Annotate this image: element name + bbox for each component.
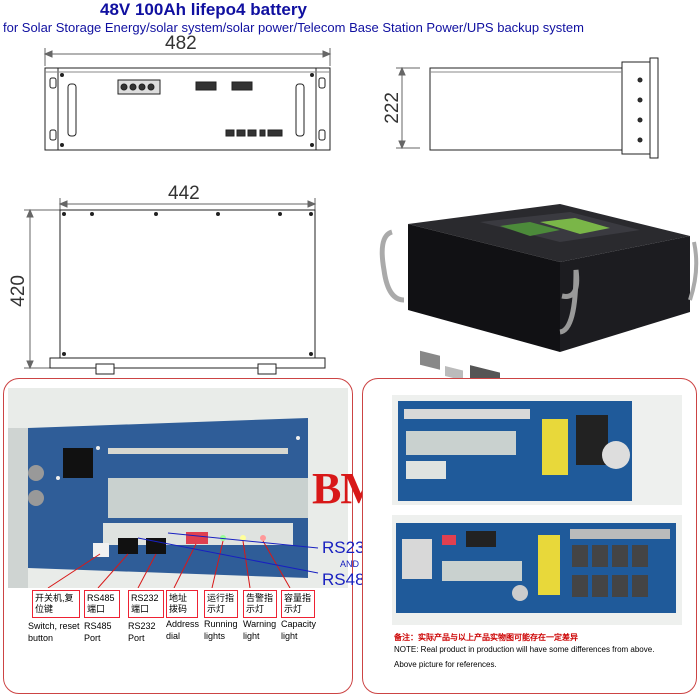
dimension-front-width: 482	[165, 33, 197, 54]
and-label: AND	[340, 559, 360, 569]
dimension-top-width: 442	[168, 183, 200, 204]
callout-rs232-en: RS232 Port	[128, 621, 156, 643]
callout-warning-en: Warning light	[243, 619, 277, 641]
rs232-label: RS232	[322, 538, 374, 557]
rs485-label: RS485	[322, 570, 374, 589]
top-view	[49, 209, 326, 375]
technical-drawings	[24, 48, 699, 380]
callout-switch-en: Switch, reset button	[28, 621, 80, 643]
page-title: 48V 100Ah lifepo4 battery	[100, 0, 307, 19]
callout-rs485-cn: RS485 端口	[84, 590, 120, 618]
dimension-side-height: 222	[382, 92, 403, 124]
callout-address-en: Address dial	[166, 619, 200, 641]
callout-running-cn: 运行指 示灯	[204, 590, 238, 618]
page-subtitle: for Solar Storage Energy/solar system/so…	[3, 20, 584, 35]
note-english-2: Above picture for references.	[394, 660, 497, 669]
callout-capacity-cn: 容量指 示灯	[281, 590, 315, 618]
bms-boards-photo	[392, 395, 682, 625]
callout-rs232-cn: RS232 端口	[128, 590, 164, 618]
callout-warning-cn: 告警指 示灯	[243, 590, 277, 618]
callout-address-cn: 地址 拨码	[166, 590, 198, 618]
battery-photo	[379, 204, 699, 380]
front-view	[44, 67, 331, 151]
callout-capacity-en: Capacity light	[281, 619, 317, 641]
callout-running-en: Running lights	[204, 619, 238, 641]
note-english-1: NOTE: Real product in production will ha…	[394, 645, 655, 654]
bms-board-photo	[8, 388, 348, 588]
note-chinese: 备注：实际产品与以上产品实物图可能存在一定差异	[394, 633, 578, 642]
callout-switch-cn: 开关机,复位键	[32, 590, 80, 618]
callout-rs485-en: RS485 Port	[84, 621, 112, 643]
dimension-top-depth: 420	[8, 275, 29, 307]
side-view	[429, 57, 659, 159]
